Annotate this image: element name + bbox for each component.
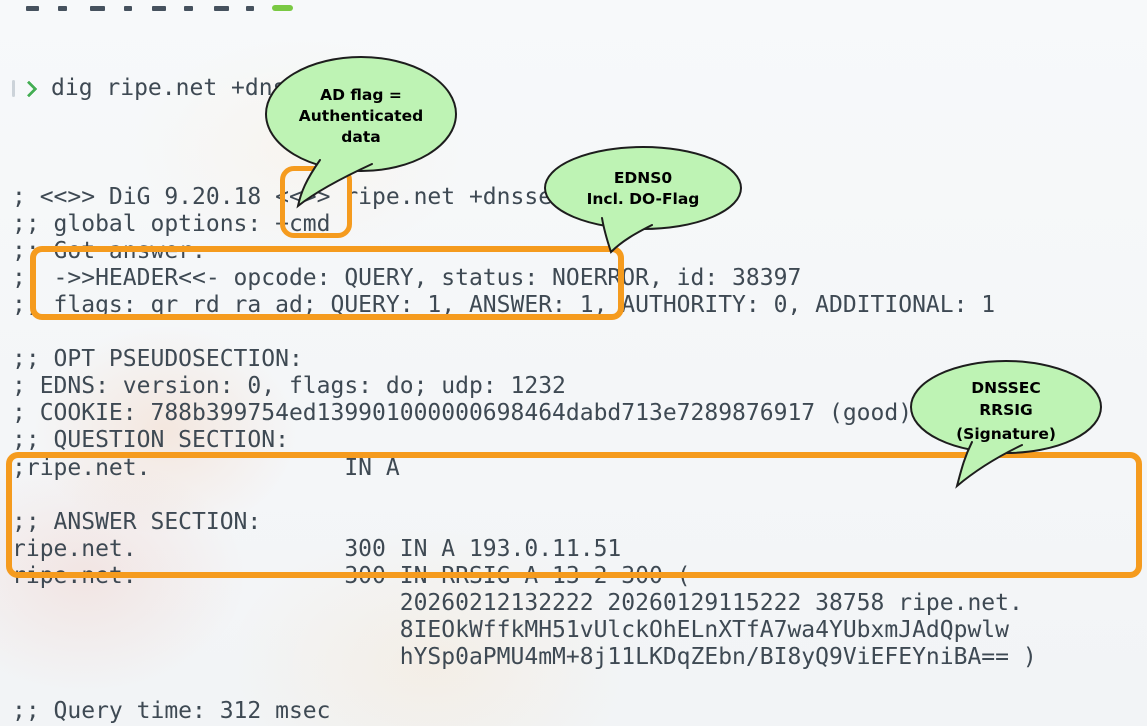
green-text-remnant (272, 5, 293, 11)
terminal-line: ;; OPT PSEUDOSECTION: (12, 346, 303, 373)
terminal-line: ;; Query time: 312 msec (12, 698, 331, 725)
prompt-line: dig ripe.net +dnssec +multi (12, 75, 1037, 102)
text-remnant (58, 6, 67, 11)
terminal-line: ;; ANSWER SECTION: (12, 508, 262, 535)
terminal-line: ;; ->>HEADER<<- opcode: QUERY, status: N… (12, 264, 802, 291)
terminal-line: ripe.net. 300 IN A 193.0.11.51 (12, 535, 622, 562)
terminal-line: hYSp0aPMU4mM+8j11LKDqZEbn/BI8yQ9ViEFEYni… (12, 644, 1037, 671)
terminal-line: 20260212132222 20260129115222 38758 ripe… (12, 589, 1023, 616)
highlight-box-rrsig (6, 452, 1142, 578)
terminal-line: 8IEOkWffkMH51vUlckOhELnXTfA7wa4YUbxmJAdQ… (12, 617, 1009, 644)
text-remnant (124, 6, 132, 11)
terminal-line: ; EDNS: version: 0, flags: do; udp: 1232 (12, 373, 566, 400)
prompt-bracket-icon (12, 80, 15, 98)
terminal-line: ;; QUESTION SECTION: (12, 427, 289, 454)
terminal-line (12, 319, 1037, 346)
text-remnant (184, 6, 193, 11)
dig-output: ; <<>> DiG 9.20.18 <<>> ripe.net +dnssec… (12, 156, 1037, 726)
highlight-box-edns (30, 246, 624, 320)
terminal-line: ;; global options: +cmd (12, 210, 331, 237)
terminal-line: ; COOKIE: 788b399754ed139901000000698464… (12, 400, 913, 427)
command-text: dig ripe.net +dnssec +multi (51, 75, 425, 102)
terminal-line (12, 156, 1037, 183)
highlight-box-ad-flag (280, 166, 352, 238)
terminal-line: ; <<>> DiG 9.20.18 <<>> ripe.net +dnssec… (12, 183, 663, 210)
terminal-line: ;ripe.net. IN A (12, 454, 400, 481)
text-remnant (26, 6, 39, 11)
text-remnant (152, 6, 166, 11)
terminal-line (12, 671, 1037, 698)
text-remnant (246, 6, 254, 11)
text-remnant (90, 6, 105, 11)
terminal-output[interactable]: dig ripe.net +dnssec +multi ; <<>> DiG 9… (12, 21, 1037, 726)
chevron-right-icon (20, 80, 38, 98)
text-remnant (214, 6, 229, 11)
